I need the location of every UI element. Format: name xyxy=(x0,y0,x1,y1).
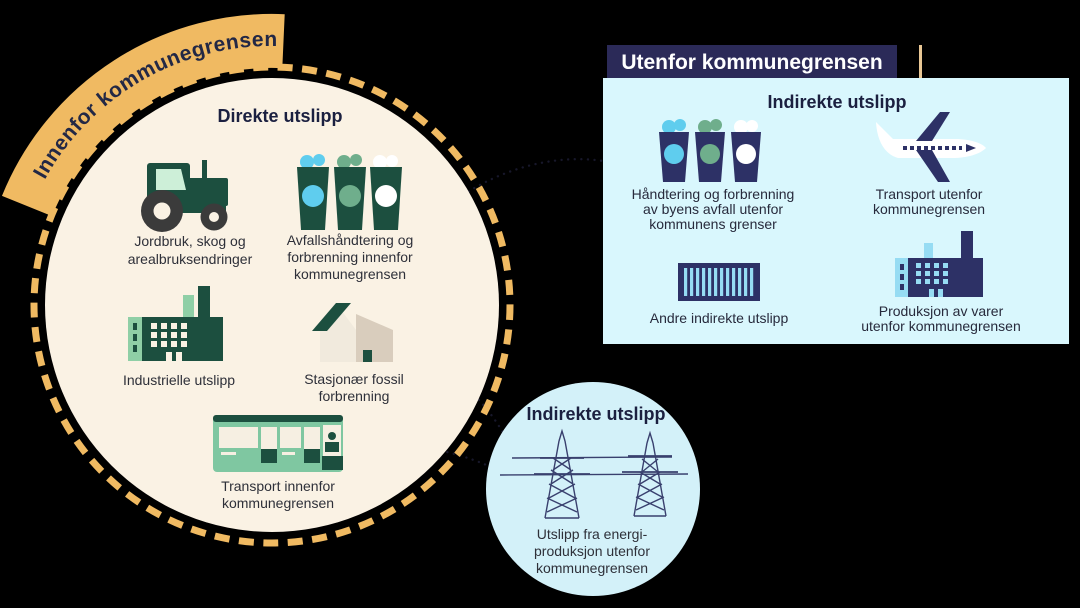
item-label-line: kommunegrensen xyxy=(222,495,334,511)
tractor-icon xyxy=(141,160,228,232)
item-label-line: av byens avfall utenfor xyxy=(643,201,783,217)
container-icon xyxy=(678,263,760,301)
item-label-line: Håndtering og forbrenning xyxy=(632,186,795,202)
item-label-line: kommunens grenser xyxy=(649,216,777,232)
power-lines-icon xyxy=(499,428,689,519)
item-label-line: produksjon utenfor xyxy=(534,543,650,559)
item-label-line: Produksjon av varer xyxy=(879,303,1004,319)
inner-title: Direkte utslipp xyxy=(217,106,342,126)
energy-circle-title: Indirekte utslipp xyxy=(526,404,665,424)
outer-box-header xyxy=(607,45,897,78)
dashed-boundary-ring xyxy=(30,63,514,547)
outer-box-group: Utenfor kommunegrensen Indirekte utslipp… xyxy=(603,45,1069,344)
item-label-line: Transport utenfor xyxy=(876,186,983,202)
energy-circle xyxy=(486,382,700,596)
factory-icon xyxy=(895,231,983,297)
inner-boundary-group: Innenfor kommunegrensen Direkte utslipp … xyxy=(1,13,514,547)
item-label-line: kommunegrensen xyxy=(294,266,406,282)
item-label-line: utenfor kommunegrensen xyxy=(861,318,1021,334)
header-accent-tick xyxy=(919,45,922,78)
item-label-line: Transport innenfor xyxy=(221,478,335,494)
airplane-icon xyxy=(876,112,986,182)
item-label-line: kommunegrensen xyxy=(873,201,985,217)
item-label-line: arealbruksendringer xyxy=(128,251,253,267)
waste-bins-icon xyxy=(297,154,402,230)
item-label-line: Utslipp fra energi- xyxy=(537,526,648,542)
item-label-line: Avfallshåndtering og xyxy=(287,232,414,248)
item-label-line: kommunegrensen xyxy=(536,560,648,576)
house-icon xyxy=(312,303,393,362)
item-label-line: Andre indirekte utslipp xyxy=(650,310,789,326)
outer-box-header-label: Utenfor kommunegrensen xyxy=(621,51,882,74)
banner-arc xyxy=(1,13,285,217)
item-label-line: Industrielle utslipp xyxy=(123,372,235,388)
item-label-line: Stasjonær fossil xyxy=(304,371,404,387)
item-label-line: forbrenning xyxy=(319,388,390,404)
outer-box-title: Indirekte utslipp xyxy=(767,92,906,112)
bus-icon xyxy=(213,415,343,472)
waste-bins-icon xyxy=(659,119,761,182)
energy-circle-group: Indirekte utslipp Utslipp fra energi- pr… xyxy=(486,382,700,596)
item-label-line: forbrenning innenfor xyxy=(287,249,413,265)
item-label-line: Jordbruk, skog og xyxy=(134,233,245,249)
factory-icon xyxy=(128,286,223,361)
